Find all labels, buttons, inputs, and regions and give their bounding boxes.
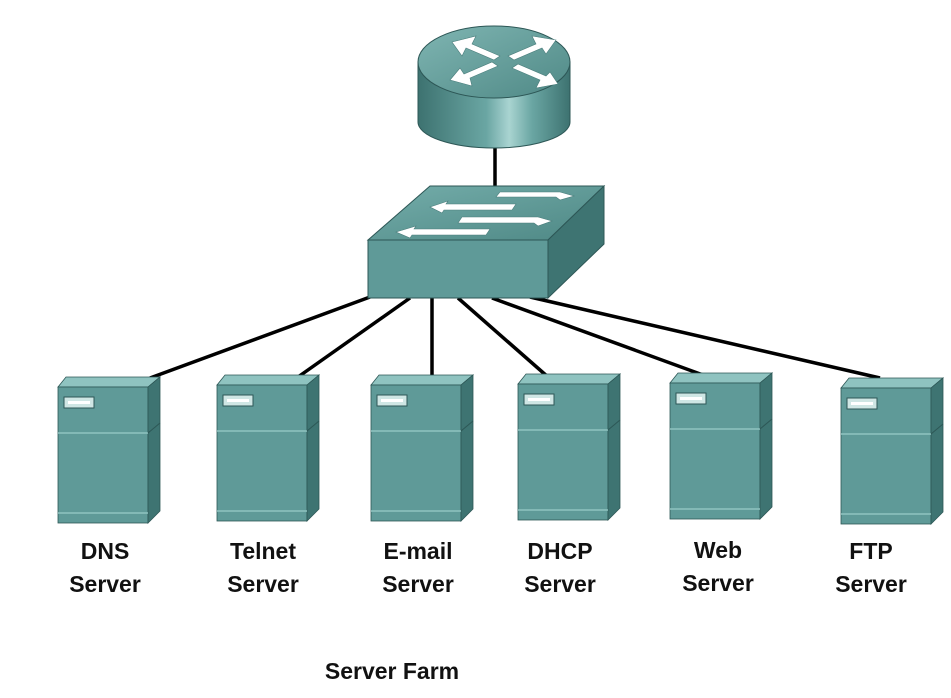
server-tower-dns <box>57 376 162 524</box>
server-label-telnet: Telnet Server <box>183 535 343 601</box>
link-switch-dhcp <box>456 296 550 379</box>
server-tower-email <box>370 374 475 522</box>
server-tower-dhcp <box>517 373 622 521</box>
server-label-line1: Web <box>693 537 743 563</box>
server-label-web: Web Server <box>638 534 798 600</box>
server-label-line1: DHCP <box>527 538 593 564</box>
switch-icon <box>366 184 606 300</box>
server-label-line2: Server <box>524 571 596 597</box>
server-label-email: E-mail Server <box>338 535 498 601</box>
link-switch-dns <box>149 295 371 380</box>
links <box>149 148 881 380</box>
server-label-line1: E-mail <box>383 538 453 564</box>
server-label-line2: Server <box>227 571 299 597</box>
server-label-ftp: FTP Server <box>791 535 951 601</box>
server-label-line2: Server <box>682 570 754 596</box>
link-switch-telnet <box>296 296 412 379</box>
server-label-line1: Telnet <box>229 538 297 564</box>
server-tower-web <box>669 372 774 520</box>
server-tower-telnet <box>216 374 321 522</box>
server-label-dhcp: DHCP Server <box>480 535 640 601</box>
link-switch-web <box>491 296 704 377</box>
server-tower-ftp <box>840 377 945 525</box>
server-label-line1: FTP <box>849 538 893 564</box>
server-label-line1: DNS <box>80 538 130 564</box>
server-label-line2: Server <box>382 571 454 597</box>
server-label-dns: DNS Server <box>25 535 185 601</box>
server-label-line2: Server <box>835 571 907 597</box>
diagram-caption: Server Farm <box>324 658 460 684</box>
link-switch-ftp <box>529 295 881 380</box>
server-label-line2: Server <box>69 571 141 597</box>
router-icon <box>417 25 571 149</box>
